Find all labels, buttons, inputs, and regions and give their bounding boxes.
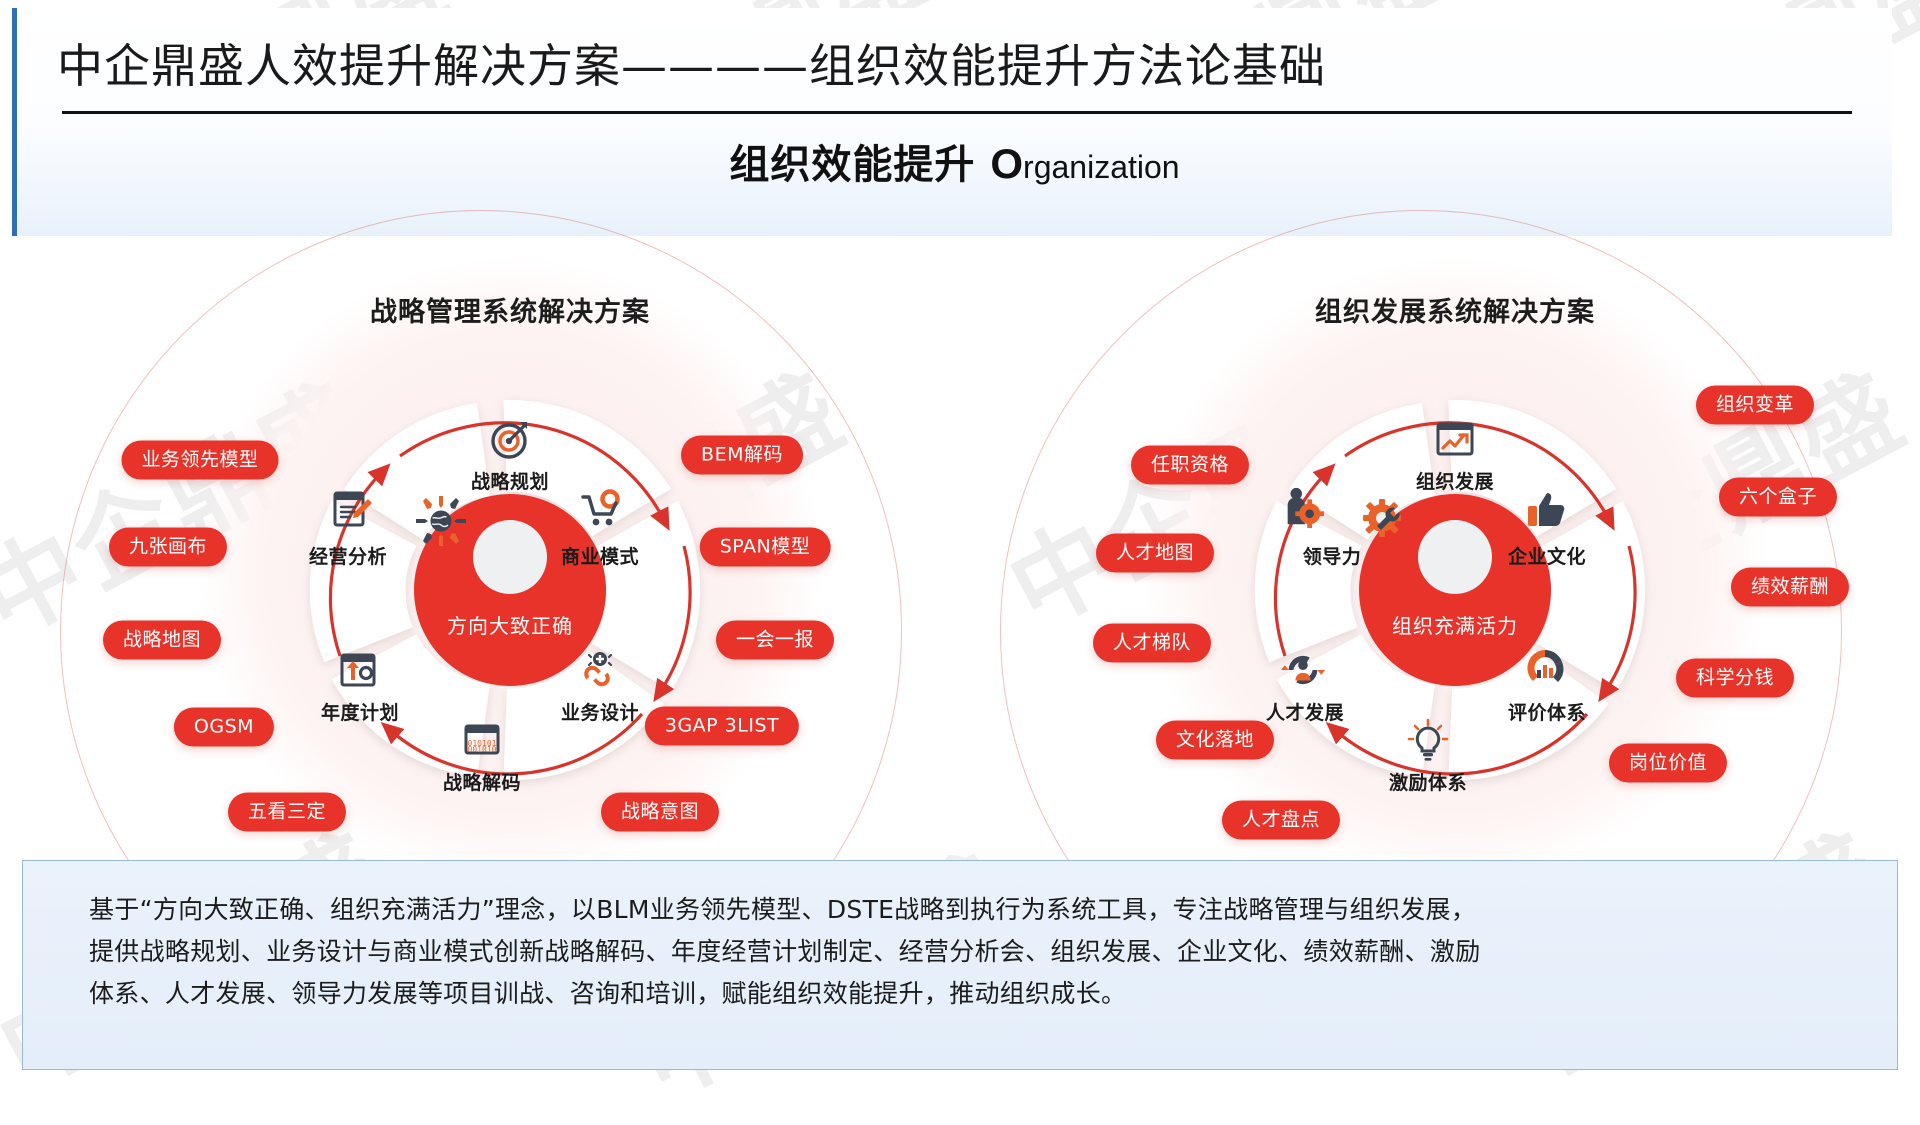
right-pill-0[interactable]: 任职资格 — [1130, 445, 1250, 485]
footer-line-3: 体系、人才发展、领导力发展等项目训战、咨询和培训，赋能组织效能提升，推动组织成长… — [89, 979, 1127, 1008]
subtitle-english-initial: O — [990, 140, 1024, 187]
left-pill-3[interactable]: OGSM — [173, 707, 275, 747]
right-hub: 组织充满活力 — [1359, 494, 1551, 686]
thumbs-up-icon — [1525, 488, 1569, 532]
right-flow-arrows — [1273, 421, 1637, 776]
footer-line-1: 基于“方向大致正确、组织充满活力”理念，以BLM业务领先模型、DSTE战略到执行… — [89, 895, 1477, 924]
left-pill-0[interactable]: 业务领先模型 — [121, 440, 279, 480]
left-pill-9[interactable]: 战略意图 — [600, 792, 720, 832]
person-cycle-icon — [1281, 648, 1325, 692]
left-wheel-title: 战略管理系统解决方案 — [370, 297, 650, 328]
left-segment-label-2: 业务设计 — [560, 702, 640, 724]
svg-text:010101: 010101 — [468, 739, 497, 748]
left-hub-label: 方向大致正确 — [447, 614, 573, 638]
left-segment-label-4: 年度计划 — [320, 702, 400, 724]
right-segment-label-0: 组织发展 — [1415, 471, 1495, 493]
right-segment-label-1: 企业文化 — [1507, 546, 1587, 568]
arrow-up-gear-icon — [336, 648, 380, 692]
right-pill-7[interactable]: 绩效薪酬 — [1730, 567, 1850, 607]
person-gear-icon — [1280, 486, 1324, 530]
page-title: 中企鼎盛人效提升解决方案————组织效能提升方法论基础 — [57, 39, 1326, 93]
right-pill-1[interactable]: 人才地图 — [1095, 533, 1215, 573]
right-wheel-title: 组织发展系统解决方案 — [1315, 297, 1595, 328]
gear-wrench-icon — [1363, 499, 1492, 594]
right-wheel-svg — [1254, 399, 1646, 781]
header-divider — [62, 111, 1852, 114]
right-segment-label-4: 人才发展 — [1265, 702, 1345, 724]
footer-line-2: 提供战略规划、业务设计与商业模式创新战略解码、年度经营计划制定、经营分析会、组织… — [89, 937, 1481, 966]
right-pill-8[interactable]: 科学分钱 — [1675, 658, 1795, 698]
left-flow-arrows — [328, 421, 692, 776]
left-pill-6[interactable]: SPAN模型 — [699, 527, 831, 567]
right-pill-5[interactable]: 组织变革 — [1695, 385, 1815, 425]
right-hub-label: 组织充满活力 — [1392, 614, 1518, 638]
page-subtitle: 组织效能提升 Organization — [17, 132, 1892, 190]
donut-bar-chart-icon — [1523, 646, 1567, 690]
left-pill-1[interactable]: 九张画布 — [108, 527, 228, 567]
right-segments — [1254, 399, 1646, 781]
subtitle-chinese: 组织效能提升 — [729, 142, 991, 188]
slide-header: 中企鼎盛人效提升解决方案————组织效能提升方法论基础 组织效能提升 Organ… — [12, 8, 1892, 236]
left-pill-8[interactable]: 3GAP 3LIST — [644, 706, 800, 746]
left-wheel: 方向大致正确 — [270, 350, 750, 830]
shopping-cart-gear-icon — [580, 488, 624, 532]
document-pencil-icon — [330, 488, 374, 532]
subtitle-english-rest: rganization — [1023, 149, 1180, 185]
right-pill-2[interactable]: 人才梯队 — [1092, 623, 1212, 663]
left-segment-label-5: 经营分析 — [308, 546, 388, 568]
link-plus-icon — [576, 648, 620, 692]
diagram-stage: 战略管理系统解决方案 — [0, 210, 1920, 1052]
chart-growth-icon — [1433, 418, 1477, 462]
svg-text:001010: 001010 — [468, 745, 497, 754]
lightbulb-icon — [1406, 718, 1450, 762]
left-pill-2[interactable]: 战略地图 — [102, 620, 222, 660]
left-pill-5[interactable]: BEM解码 — [681, 435, 803, 475]
footer-panel: 基于“方向大致正确、组织充满活力”理念，以BLM业务领先模型、DSTE战略到执行… — [22, 860, 1898, 1070]
left-segment-label-1: 商业模式 — [560, 546, 640, 568]
globe-arrows-icon — [416, 496, 547, 594]
right-pill-3[interactable]: 文化落地 — [1155, 720, 1275, 760]
right-pill-6[interactable]: 六个盒子 — [1718, 477, 1838, 517]
binary-code-icon: 010101 001010 — [460, 718, 504, 762]
right-segment-label-3: 激励体系 — [1388, 772, 1468, 794]
left-segment-label-3: 战略解码 — [442, 772, 522, 794]
left-hub: 方向大致正确 — [414, 494, 606, 686]
left-segment-label-0: 战略规划 — [470, 471, 550, 493]
target-icon — [488, 418, 532, 462]
left-pill-4[interactable]: 五看三定 — [227, 792, 347, 832]
footer-text: 基于“方向大致正确、组织充满活力”理念，以BLM业务领先模型、DSTE战略到执行… — [89, 889, 1849, 1015]
right-wheel: 组织充满活力 — [1215, 350, 1695, 830]
right-segment-label-2: 评价体系 — [1507, 702, 1587, 724]
right-pill-4[interactable]: 人才盘点 — [1221, 800, 1341, 840]
right-pill-9[interactable]: 岗位价值 — [1608, 743, 1728, 783]
right-segment-label-5: 领导力 — [1302, 546, 1362, 568]
left-pill-7[interactable]: 一会一报 — [715, 620, 835, 660]
